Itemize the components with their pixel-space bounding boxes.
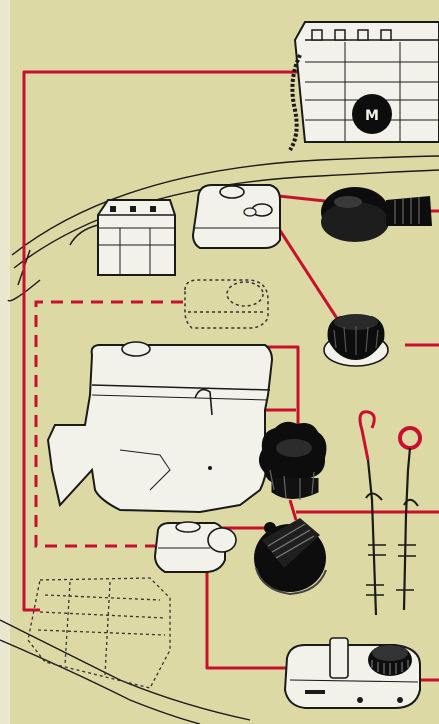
coolant-tank (285, 638, 420, 708)
main-battery: M (290, 22, 439, 150)
engine-filler-cap (122, 342, 150, 356)
washer-reservoir (193, 185, 280, 248)
battery-terminal-label: M (365, 108, 379, 124)
page-edge (0, 0, 10, 724)
black-cap-knurled (324, 314, 388, 366)
